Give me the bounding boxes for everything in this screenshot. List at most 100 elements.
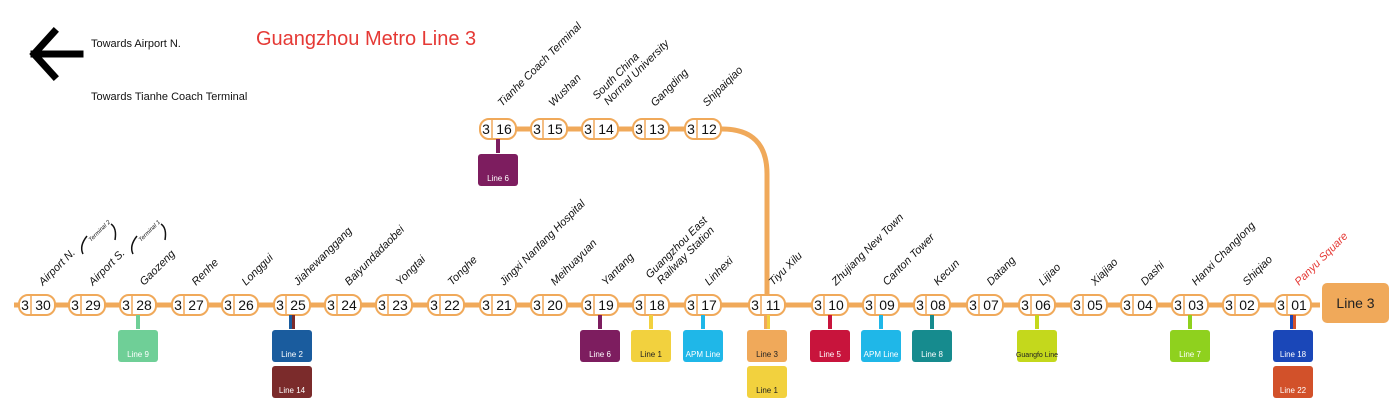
station-sublabel: Terminal 2 [88, 219, 112, 243]
station-number: 25 [290, 297, 306, 313]
station-sublabel: Terminal 1 [138, 220, 162, 244]
station-name: Panyu Square [1293, 230, 1351, 288]
station-number: 20 [547, 297, 563, 313]
station-badge [68, 294, 106, 316]
transfer-badge [810, 330, 850, 362]
station-line-code: 3 [378, 297, 386, 313]
station-line-code: 3 [1123, 297, 1131, 313]
station-number: 17 [701, 297, 717, 313]
branch-route-line [498, 126, 770, 305]
station-badge [1120, 294, 1158, 316]
transfer-connector [292, 315, 295, 329]
station-name: Lijiao [1037, 261, 1064, 288]
bracket-left [130, 235, 138, 255]
station-name: Canton Tower [881, 231, 939, 289]
station-line-code: 3 [276, 297, 284, 313]
stations: 3 30 Airport N. Terminal 2 3 29 Airport S. Term… [18, 20, 1350, 398]
station-line-code: 3 [751, 297, 759, 313]
transfer-connector [1290, 315, 1293, 329]
transfer-badge [1170, 330, 1210, 362]
station-badge [581, 118, 619, 140]
station-number: 30 [35, 297, 51, 313]
transfer-badge [272, 366, 312, 398]
station-line-code: 3 [687, 121, 695, 137]
station-number: 06 [1035, 297, 1051, 313]
station-line-code: 3 [71, 297, 79, 313]
transfer-connector [649, 315, 653, 329]
station-badge [632, 118, 670, 140]
transfer-label: Line 2 [281, 350, 303, 359]
transfer-connector [1293, 315, 1296, 329]
station-badge [684, 118, 722, 140]
station-number: 05 [1087, 297, 1103, 313]
transfer-label: Line 9 [127, 350, 149, 359]
transfer-badge [580, 330, 620, 362]
station-number: 15 [547, 121, 563, 137]
station-name: Kecun [932, 258, 963, 289]
transfer-connector [828, 315, 832, 329]
station-number: 16 [496, 121, 512, 137]
station-number: 19 [598, 297, 614, 313]
station-name: Yongtai [394, 253, 429, 288]
direction-forward: Towards Airport N. [91, 38, 181, 50]
transfer-label: Line 5 [819, 350, 841, 359]
station-number: 18 [649, 297, 665, 313]
station-badge [479, 294, 517, 316]
transfer-connector [701, 315, 705, 329]
station-name: Dashi [1139, 259, 1168, 288]
transfer-connector [496, 139, 500, 153]
arrow-icon [29, 27, 84, 81]
station-number: 02 [1239, 297, 1255, 313]
transfer-connector [879, 315, 883, 329]
station-badge [324, 294, 362, 316]
station-badge [375, 294, 413, 316]
transfer-connector [930, 315, 934, 329]
transfer-label: Line 3 [756, 350, 778, 359]
station-name: Tiyu Xilu [767, 250, 805, 288]
station-name: Linhexi [703, 255, 737, 289]
transfer-connector [289, 315, 292, 329]
transfer-label: Guangfo Line [1016, 352, 1058, 359]
station-name: Xiajiao [1088, 256, 1121, 289]
station-number: 13 [649, 121, 665, 137]
transfer-label: Line 7 [1179, 350, 1201, 359]
station-number: 08 [930, 297, 946, 313]
transfer-label: Line 1 [640, 350, 662, 359]
station-name: Tianhe Coach Terminal [496, 20, 585, 109]
station-number: 29 [85, 297, 101, 313]
line-badge: Line 3 [1322, 283, 1389, 323]
station-line-code: 3 [533, 297, 541, 313]
station-number: 26 [238, 297, 254, 313]
station-number: 28 [136, 297, 152, 313]
station-line-code: 3 [584, 121, 592, 137]
station-line-code: 3 [969, 297, 977, 313]
transfer-badge [861, 330, 901, 362]
station-name: Renhe [190, 257, 221, 288]
station-name: Airport N. [36, 247, 78, 289]
station-name: Airport S. [86, 247, 128, 289]
transfer-badge [1273, 366, 1313, 398]
transfer-badge [118, 330, 158, 362]
transfer-badge [631, 330, 671, 362]
transfer-badge [478, 154, 518, 186]
station-line-code: 3 [430, 297, 438, 313]
bracket-right [110, 223, 117, 241]
transfer-label: Line 22 [1280, 386, 1307, 395]
transfer-badge [683, 330, 723, 362]
station-line-code: 3 [1277, 297, 1285, 313]
station-badge [530, 118, 568, 140]
station-line-code: 3 [635, 121, 643, 137]
station-number: 11 [766, 297, 781, 313]
station-name: Yantang [600, 251, 638, 289]
direction-reverse: Towards Tianhe Coach Terminal [91, 91, 248, 103]
station-name: Meihuayuan [549, 237, 600, 288]
station-line-code: 3 [174, 297, 182, 313]
